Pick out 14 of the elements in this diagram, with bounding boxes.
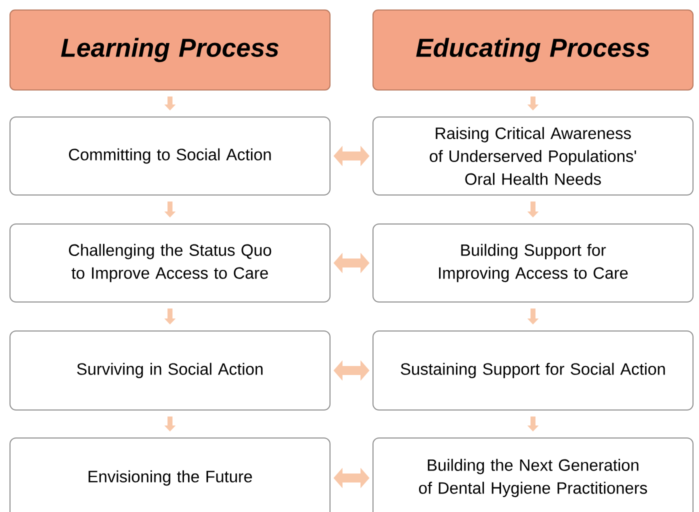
process-box: Raising Critical Awareness of Underserved Populations' Oral Health Needs (372, 116, 694, 196)
process-box: Sustaining Support for Social Action (372, 330, 694, 410)
process-box: Committing to Social Action (10, 116, 330, 196)
process-box: Building the Next Generation of Dental Hygiene Practitioners (372, 438, 694, 512)
header-box: Educating Process (372, 10, 694, 90)
process-box: Surviving in Social Action (10, 330, 330, 410)
double-arrow (334, 146, 370, 166)
process-box: Building Support for Improving Access to Care (372, 224, 694, 302)
header-box: Learning Process (10, 10, 330, 90)
double-arrow (334, 468, 370, 488)
process-box: Challenging the Status Quo to Improve Access to Care (10, 224, 330, 302)
double-arrow (334, 360, 370, 381)
double-arrow (334, 252, 370, 274)
process-box: Envisioning the Future (10, 438, 330, 512)
